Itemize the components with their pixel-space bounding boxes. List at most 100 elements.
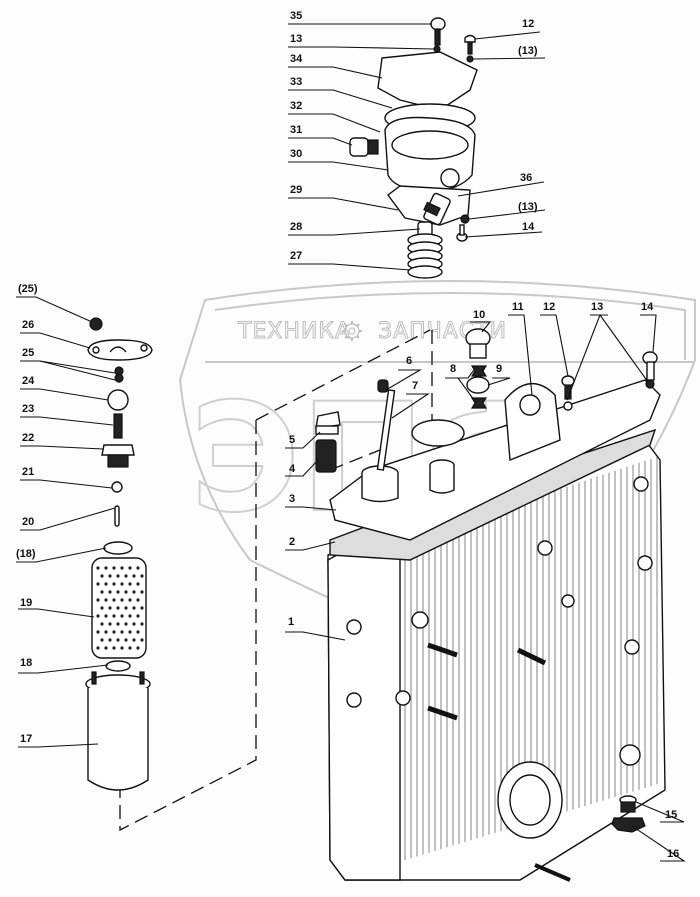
callout-25: 25 bbox=[20, 347, 116, 381]
part-25-nut-top bbox=[89, 317, 103, 331]
callout-label: 26 bbox=[22, 319, 34, 331]
perforation-dot bbox=[112, 582, 116, 586]
leader-line bbox=[474, 31, 541, 40]
part-15-drain-seal bbox=[619, 795, 637, 813]
leader-line bbox=[640, 314, 657, 353]
perforation-dot bbox=[96, 630, 100, 634]
part-30-housing bbox=[384, 116, 476, 193]
part-26-gasket bbox=[87, 339, 153, 361]
leader-line bbox=[540, 314, 569, 377]
callout-12: 12 bbox=[540, 301, 569, 377]
leader-line bbox=[18, 608, 95, 618]
callout-23: 23 bbox=[20, 403, 114, 426]
callout-13-ref: (13) bbox=[468, 201, 546, 220]
leader-line bbox=[18, 664, 109, 674]
callout-label: 34 bbox=[290, 53, 303, 65]
part-20-bolt bbox=[114, 505, 120, 527]
callout-13: 13 bbox=[566, 301, 649, 401]
part-34-cover bbox=[377, 51, 478, 111]
callout-label: 9 bbox=[496, 363, 502, 375]
callout-label: 10 bbox=[473, 309, 485, 321]
part-6-dipstick bbox=[376, 379, 396, 471]
callout-label: 32 bbox=[290, 100, 302, 112]
perforation-dot bbox=[128, 598, 132, 602]
part-25-nuts bbox=[114, 366, 124, 383]
perforation-dot bbox=[112, 614, 116, 618]
part-12-screw bbox=[464, 34, 476, 63]
part-12-screw-housing bbox=[561, 375, 575, 400]
callout-label: 21 bbox=[22, 466, 34, 478]
callout-2: 2 bbox=[285, 536, 336, 551]
part-31-plug bbox=[349, 137, 379, 157]
callout-label: 30 bbox=[290, 148, 302, 160]
leader-line bbox=[16, 547, 107, 563]
callout-label: 12 bbox=[543, 301, 555, 313]
perforation-dot bbox=[96, 598, 100, 602]
leader-line bbox=[20, 479, 113, 489]
perforation-dot bbox=[100, 622, 104, 626]
part-13-washer bbox=[433, 45, 441, 53]
callout-9: 9 bbox=[487, 363, 511, 386]
callout-label: 20 bbox=[22, 516, 34, 528]
part-breather-cup bbox=[429, 459, 455, 494]
part-18-seal-bottom bbox=[105, 660, 131, 672]
leader-line bbox=[288, 46, 435, 50]
callout-label: 23 bbox=[22, 403, 34, 415]
perforation-dot bbox=[132, 606, 136, 610]
perforation-dot bbox=[136, 598, 140, 602]
leader-line bbox=[20, 360, 116, 374]
callout-25-ref: (25) bbox=[16, 283, 93, 323]
callout-17: 17 bbox=[18, 733, 99, 748]
perforation-dot bbox=[128, 582, 132, 586]
part-17-filter-canister bbox=[85, 671, 151, 791]
part-filler-neck bbox=[361, 465, 399, 503]
callout-label: 5 bbox=[289, 434, 295, 446]
leader-line bbox=[288, 263, 411, 271]
part-8-gasket-bottom bbox=[470, 397, 488, 409]
perforation-dot bbox=[96, 566, 100, 570]
perforation-dot bbox=[108, 574, 112, 578]
part-seal-flange bbox=[497, 761, 563, 839]
callout-29: 29 bbox=[288, 184, 399, 211]
callout-35: 35 bbox=[288, 10, 432, 25]
perforation-dot bbox=[132, 622, 136, 626]
leader-line bbox=[285, 431, 321, 449]
perforation-dot bbox=[120, 646, 124, 650]
part-36-valve bbox=[423, 192, 451, 226]
perforation-dot bbox=[100, 574, 104, 578]
callout-label: 6 bbox=[406, 355, 412, 367]
callout-31: 31 bbox=[288, 124, 353, 146]
perforation-dot bbox=[128, 646, 132, 650]
part-3-top-plate bbox=[329, 379, 661, 541]
part-11-lifting-bracket bbox=[504, 382, 561, 462]
part-16-drain-plug bbox=[611, 817, 646, 833]
part-14-bolt bbox=[456, 224, 468, 242]
perforation-dot bbox=[108, 590, 112, 594]
part-18-seal-top bbox=[103, 541, 133, 555]
leader-line bbox=[470, 321, 492, 333]
callout-labels: 3513343332313029282712(13)36(13)14(25)26… bbox=[16, 10, 686, 862]
perforation-dot bbox=[140, 606, 144, 610]
callout-label: 31 bbox=[290, 124, 302, 136]
callout-label: 1 bbox=[288, 616, 294, 628]
leader-line bbox=[20, 507, 116, 531]
leader-line bbox=[39, 360, 116, 381]
perforation-dot bbox=[120, 630, 124, 634]
callout-15: 15 bbox=[635, 801, 685, 823]
perforation-dot bbox=[120, 598, 124, 602]
perforation-dot bbox=[132, 590, 136, 594]
callout-28: 28 bbox=[288, 221, 421, 236]
leader-line bbox=[566, 314, 601, 401]
callout-14: 14 bbox=[640, 301, 657, 353]
callout-14: 14 bbox=[464, 221, 543, 238]
callout-label: 25 bbox=[22, 347, 34, 359]
perforation-dot bbox=[132, 638, 136, 642]
callout-label: 14 bbox=[641, 301, 654, 313]
callout-11: 11 bbox=[508, 301, 533, 396]
callout-label: (18) bbox=[16, 548, 36, 560]
assembly-guide-lines bbox=[119, 329, 433, 832]
leader-line bbox=[285, 506, 337, 511]
leader-line bbox=[508, 314, 533, 396]
perforation-dot bbox=[140, 622, 144, 626]
leader-line bbox=[635, 801, 685, 823]
